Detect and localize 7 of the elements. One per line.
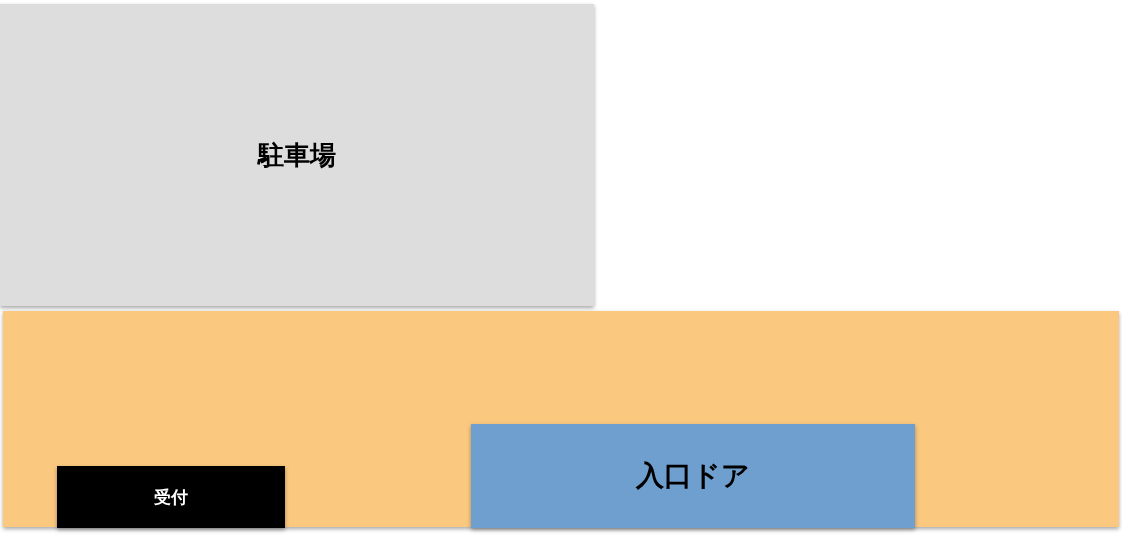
area-label: 受付 bbox=[154, 485, 188, 509]
area-label: 入口ドア bbox=[636, 458, 750, 494]
area-label: 駐車場 bbox=[258, 138, 336, 172]
building-area bbox=[3, 311, 1119, 527]
parking-area bbox=[0, 4, 594, 306]
reception-desk bbox=[57, 466, 285, 528]
entrance-door bbox=[471, 424, 915, 528]
